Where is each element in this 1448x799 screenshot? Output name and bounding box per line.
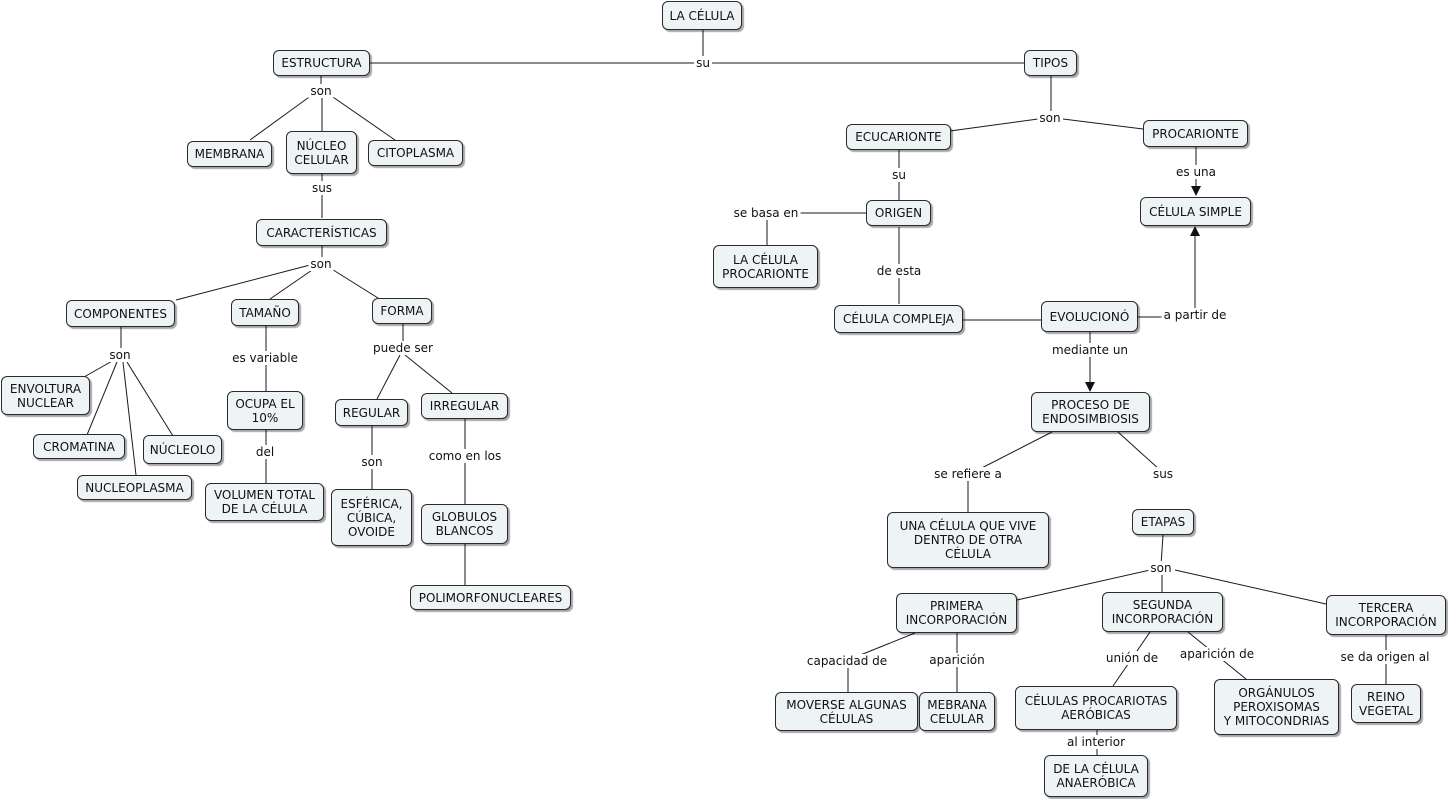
link-label: de esta [874,264,924,278]
node-globulos: GLOBULOS BLANCOS [421,504,508,544]
link-label: capacidad de [804,654,890,668]
node-esferica: ESFÉRICA, CÚBICA, OVOIDE [331,489,412,546]
link-label: sus [309,181,335,195]
line [122,361,137,476]
node-estructura: ESTRUCTURA [273,50,370,76]
link-label: puede ser [371,341,435,355]
line [1174,569,1327,605]
line [249,94,313,141]
line [1160,534,1164,566]
line [329,267,379,299]
link-label: son [107,348,133,362]
node-nucleolo: NÚCLEOLO [143,435,222,464]
node-polimorfonucleares: POLIMORFONUCLEARES [410,585,571,610]
node-ocupa: OCUPA EL 10% [227,391,303,430]
node-procarionte: PROCARIONTE [1143,120,1248,147]
node-forma: FORMA [372,298,432,324]
line [949,118,1039,132]
node-organulos: ORGÁNULOS PEROXISOMAS Y MITOCONDRIAS [1214,679,1339,735]
node-componentes: COMPONENTES [66,300,175,327]
node-primera-incorporacion: PRIMERA INCORPORACIÓN [896,593,1017,633]
line [329,94,396,141]
link-label: es una [1173,165,1219,179]
line [269,267,316,300]
node-evoluciono: EVOLUCIONÓ [1041,301,1138,332]
line [376,354,401,400]
line [1138,226,1200,318]
node-celula-simple: CÉLULA SIMPLE [1140,197,1251,226]
line [86,361,118,436]
link-label: es variable [230,351,300,365]
link-label: se basa en [731,206,801,220]
node-una-celula: UNA CÉLULA QUE VIVE DENTRO DE OTRA CÉLUL… [887,512,1049,568]
line [175,264,311,301]
node-caracteristicas: CARACTERÍSTICAS [256,219,387,246]
node-tipos: TIPOS [1024,50,1077,76]
link-label: aparición de [1177,647,1257,661]
line [1016,569,1151,601]
node-segunda-incorporacion: SEGUNDA INCORPORACIÓN [1102,592,1223,632]
link-label: del [253,445,277,459]
node-moverse: MOVERSE ALGUNAS CÉLULAS [775,692,918,731]
node-celulas-procariotas: CÉLULAS PROCARIOTAS AERÓBICAS [1015,686,1177,730]
node-celula-compleja: CÉLULA COMPLEJA [834,305,963,333]
node-nucleoplasma: NUCLEOPLASMA [77,475,192,500]
link-label: se da origen al [1338,650,1432,664]
link-label: mediante un [1049,343,1131,357]
node-regular: REGULAR [335,399,408,426]
node-tercera-incorporacion: TERCERA INCORPORACIÓN [1326,595,1446,635]
node-anaerobica: DE LA CÉLULA ANAERÓBICA [1044,755,1148,797]
node-tamano: TAMAÑO [231,299,299,326]
node-la-celula-procarionte: LA CÉLULA PROCARIONTE [713,245,818,288]
node-membrana-celular: MEBRANA CELULAR [919,692,995,731]
node-origen: ORIGEN [866,200,931,226]
node-volumen: VOLUMEN TOTAL DE LA CÉLULA [205,483,324,521]
line [83,359,115,378]
link-label: como en los [426,449,504,463]
link-label: son [308,257,334,271]
link-label: su [890,168,908,182]
node-membrana: MEMBRANA [187,141,272,167]
link-label: su [694,56,712,70]
node-proceso-endosimbiosis: PROCESO DE ENDOSIMBIOSIS [1031,392,1150,432]
link-label: unión de [1103,651,1161,665]
link-label: a partir de [1161,308,1229,322]
link-label: al interior [1064,735,1128,749]
node-eucarionte: ECUCARIONTE [846,124,951,150]
node-etapas: ETAPAS [1132,509,1194,535]
node-irregular: IRREGULAR [421,393,508,419]
link-label: son [1037,111,1063,125]
line [1062,118,1144,130]
node-citoplasma: CITOPLASMA [368,140,463,166]
node-nucleo-celular: NÚCLEO CELULAR [286,131,357,174]
line [1117,431,1161,471]
node-cromatina: CROMATINA [33,434,125,459]
link-label: son [1148,561,1174,575]
node-la-celula: LA CÉLULA [662,1,742,30]
link-label: son [359,455,385,469]
link-label: aparición [927,653,987,667]
link-label: son [308,84,334,98]
line [126,361,174,437]
node-reino-vegetal: REINO VEGETAL [1351,684,1421,723]
link-label: sus [1150,467,1176,481]
link-label: se refiere a [932,467,1004,481]
node-envoltura-nuclear: ENVOLTURA NUCLEAR [1,376,90,415]
line [404,354,453,394]
